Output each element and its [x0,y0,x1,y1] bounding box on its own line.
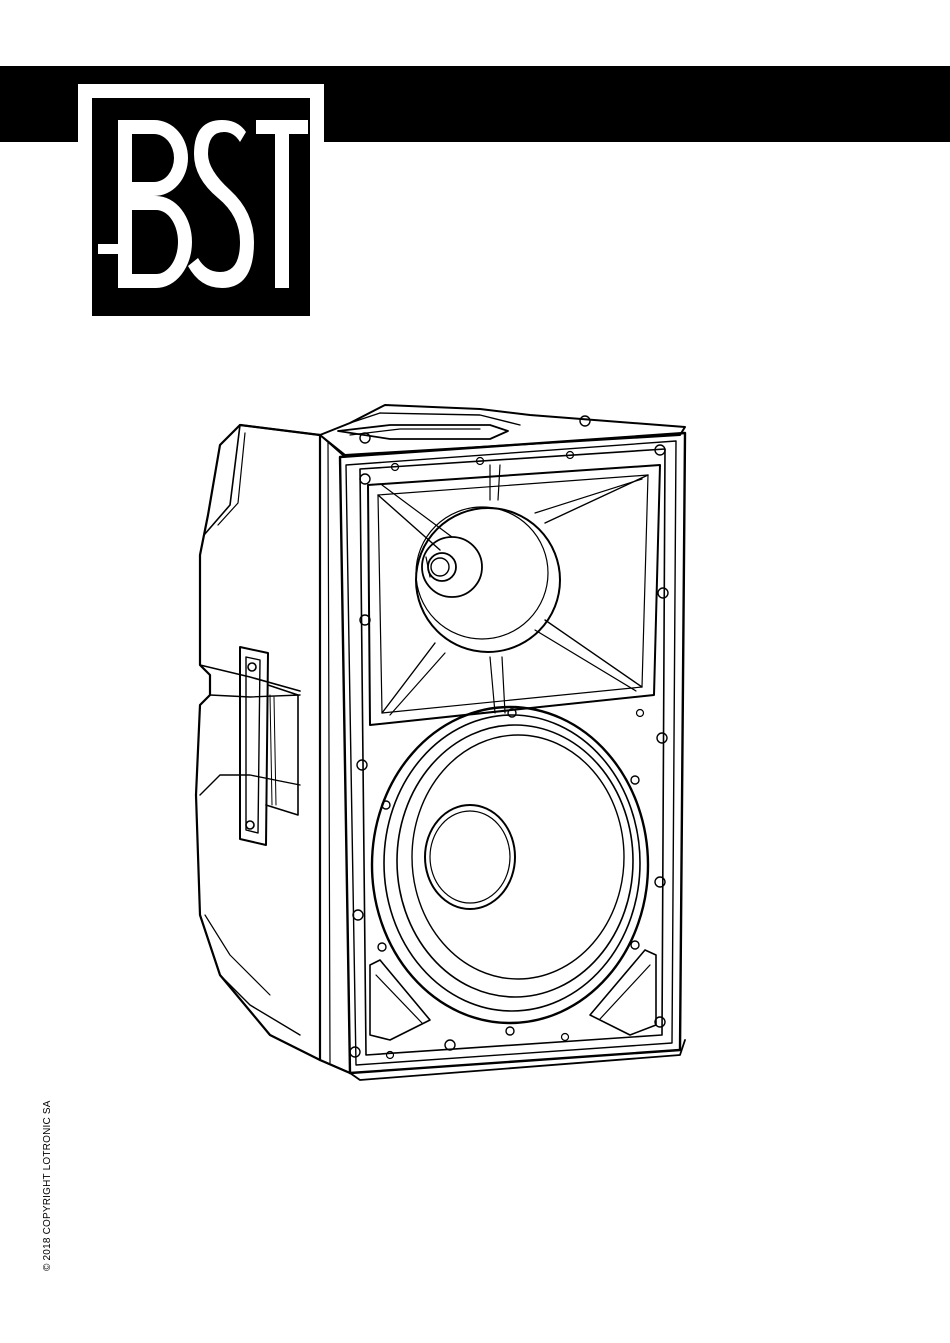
copyright-notice: © 2018 COPYRIGHT LOTRONIC SA [42,1100,53,1271]
brand-logo [78,84,324,318]
horn-flare [368,465,660,725]
cabinet-side-panel [196,425,320,1060]
side-handle [240,647,268,845]
front-baffle [340,433,685,1073]
woofer-cone [412,735,624,979]
woofer-dust-cap [425,805,515,909]
top-handle [338,425,508,439]
port-right [590,950,656,1035]
speaker-cabinet-illustration [190,395,700,1085]
brand-logo-mark [78,84,324,318]
